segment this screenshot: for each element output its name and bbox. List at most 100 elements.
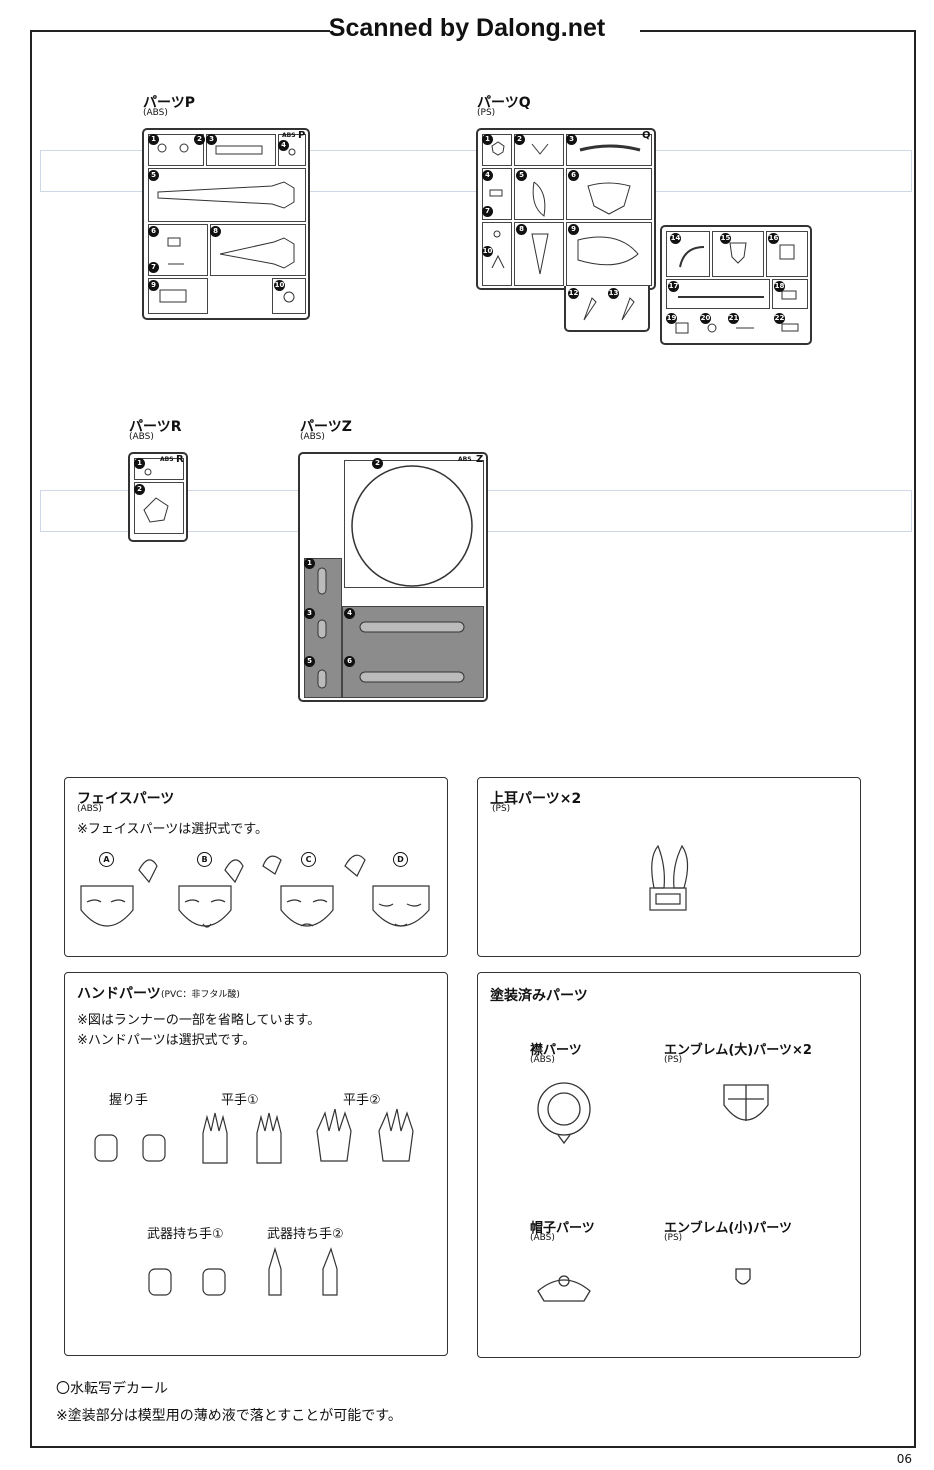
emblem-small-label: エンブレム(小)パーツ <box>664 1221 792 1236</box>
runner-r-title: パーツR <box>129 419 182 435</box>
hat-material: (ABS) <box>530 1233 555 1243</box>
runner-r-drawing <box>143 468 169 523</box>
option-d: D <box>393 852 408 867</box>
part-number: 5 <box>516 170 527 181</box>
part-number: 12 <box>568 288 579 299</box>
part-number: 22 <box>774 313 785 324</box>
part-q6 <box>566 168 652 220</box>
runner-q-lower: 12 13 <box>564 286 650 332</box>
part-number: 5 <box>148 170 159 181</box>
runner-letter: Q <box>642 130 651 141</box>
hand-note-1: ※図はランナーの一部を省略しています。 <box>77 1013 321 1028</box>
runner-q-side: 14 15 16 17 18 19 20 21 22 <box>660 225 812 345</box>
part-number: 1 <box>148 134 159 145</box>
hand-label-flat-1: 平手① <box>221 1093 259 1108</box>
part-z-block <box>342 606 484 698</box>
part-number: 17 <box>668 281 679 292</box>
part-number: 4 <box>482 170 493 181</box>
runner-tag: ABS <box>458 456 472 463</box>
runner-letter: Z <box>476 454 484 465</box>
hand-label-weapon-1: 武器持ち手① <box>147 1227 224 1242</box>
runner-p-title: パーツP <box>143 95 195 111</box>
part-number: 2 <box>134 484 145 495</box>
ear-drawing <box>649 844 689 911</box>
runner-q-material: (PS) <box>477 108 496 118</box>
runner-q-drawing <box>489 141 641 275</box>
watermark: Scanned by Dalong.net <box>328 14 606 42</box>
runner-q: 1 2 3 4 5 6 7 8 9 10 Q <box>476 128 656 290</box>
hand-title: ハンドパーツ <box>77 986 161 1002</box>
runner-p-material: (ABS) <box>143 108 168 118</box>
part-number: 16 <box>768 233 779 244</box>
page-number: 06 <box>896 1452 912 1466</box>
emblem-large-material: (PS) <box>664 1055 683 1065</box>
hand-label-flat-2: 平手② <box>343 1093 381 1108</box>
part-number: 18 <box>774 281 785 292</box>
part-number: 19 <box>666 313 677 324</box>
runner-z-drawing <box>317 465 473 689</box>
part-number: 2 <box>514 134 525 145</box>
collar-label: 襟パーツ <box>530 1043 582 1058</box>
part-number: 14 <box>670 233 681 244</box>
part-number: 6 <box>148 226 159 237</box>
ear-title: 上耳パーツ×2 <box>490 791 582 807</box>
part-number: 4 <box>344 608 355 619</box>
hand-note-2: ※ハンドパーツは選択式です。 <box>77 1033 256 1048</box>
thinner-note: ※塗装部分は模型用の薄め液で落とすことが可能です。 <box>56 1408 402 1424</box>
runner-z-material: (ABS) <box>300 432 325 442</box>
hat-label: 帽子パーツ <box>530 1221 595 1236</box>
part-p5 <box>148 168 306 222</box>
decal-label: 〇水転写デカール <box>56 1381 168 1397</box>
part-p8 <box>210 224 306 276</box>
part-number: 8 <box>210 226 221 237</box>
part-number: 2 <box>194 134 205 145</box>
part-number: 1 <box>304 558 315 569</box>
runner-p-drawing <box>157 143 296 303</box>
part-number: 8 <box>516 224 527 235</box>
option-a: A <box>99 852 114 867</box>
part-number: 3 <box>304 608 315 619</box>
part-number: 1 <box>482 134 493 145</box>
runner-letter: P <box>298 130 306 141</box>
face-material: (ABS) <box>77 804 102 814</box>
part-number: 1 <box>134 458 145 469</box>
hand-material: (PVC：非フタル酸) <box>161 990 240 1000</box>
hand-label-fist: 握り手 <box>109 1093 149 1108</box>
runner-q-lower-drawing <box>583 297 635 321</box>
runner-r-material: (ABS) <box>129 432 154 442</box>
option-b: B <box>197 852 212 867</box>
runner-q-side-drawing <box>675 242 799 334</box>
part-p3 <box>206 134 276 166</box>
part-number: 3 <box>566 134 577 145</box>
part-number: 3 <box>206 134 217 145</box>
emblem-small-material: (PS) <box>664 1233 683 1243</box>
runner-z: 2 1 3 4 5 6 ABS Z <box>298 452 488 702</box>
runner-tag: ABS <box>160 456 174 463</box>
emblem-large-label: エンブレム(大)パーツ×2 <box>664 1043 812 1058</box>
watermark-bg <box>330 20 640 52</box>
collar-material: (ABS) <box>530 1055 555 1065</box>
runner-letter: R <box>176 454 184 465</box>
ear-material: (PS) <box>492 804 511 814</box>
painted-title: 塗装済みパーツ <box>490 988 588 1004</box>
runner-tag: ABS <box>282 132 296 139</box>
painted-drawing <box>537 1082 769 1302</box>
part-q17 <box>666 279 770 309</box>
part-number: 13 <box>608 288 619 299</box>
face-title: フェイスパーツ <box>77 791 175 807</box>
part-number: 9 <box>148 280 159 291</box>
runner-p: 1 2 3 4 5 6 7 8 9 10 ABS P <box>142 128 310 320</box>
painted-parts-box: 塗装済みパーツ 襟パーツ (ABS) エンブレム(大)パーツ×2 (PS) 帽子… <box>477 972 861 1358</box>
part-number: 20 <box>700 313 711 324</box>
part-number: 6 <box>568 170 579 181</box>
face-parts-box: フェイスパーツ (ABS) ※フェイスパーツは選択式です。 A B C D <box>64 777 448 957</box>
part-number: 2 <box>372 458 383 469</box>
part-number: 7 <box>482 206 493 217</box>
part-number: 4 <box>278 140 289 151</box>
part-number: 5 <box>304 656 315 667</box>
part-number: 21 <box>728 313 739 324</box>
faces-drawing <box>80 854 430 928</box>
part-number: 10 <box>482 246 493 257</box>
hand-parts-box: ハンドパーツ (PVC：非フタル酸) ※図はランナーの一部を省略しています。 ※… <box>64 972 448 1356</box>
runner-z-title: パーツZ <box>300 419 352 435</box>
